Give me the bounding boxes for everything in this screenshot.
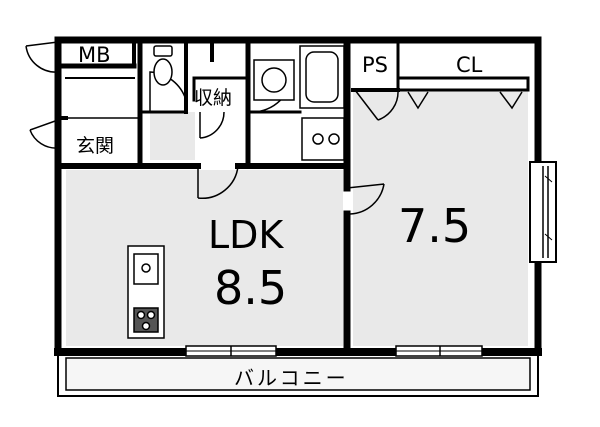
ps-label: PS [362, 53, 388, 77]
balcony-label: バルコニー [234, 366, 349, 390]
ldk-size-label: 8.5 [214, 261, 287, 315]
entrance-label: 玄関 [76, 135, 114, 157]
cl-label: CL [456, 53, 483, 77]
kitchen-counter [127, 245, 165, 339]
toilet-fixture [153, 45, 173, 86]
corridor-floor [150, 112, 195, 160]
bedroom-size-label: 7.5 [398, 199, 471, 253]
ldk-window [185, 345, 277, 357]
washing-machine-space [301, 117, 345, 161]
ldk-name-label: LDK [208, 213, 284, 257]
ldk-floor [66, 170, 343, 346]
bedroom-balcony-window [395, 345, 483, 357]
bedroom-floor [353, 90, 528, 346]
washbasin-fixture [253, 59, 295, 101]
mb-label: MB [78, 43, 111, 67]
storage-label: 収納 [194, 87, 232, 109]
balcony [57, 351, 539, 397]
bedroom-window [529, 161, 557, 263]
bathtub-fixture [299, 45, 345, 109]
interior-walls [55, 36, 530, 356]
